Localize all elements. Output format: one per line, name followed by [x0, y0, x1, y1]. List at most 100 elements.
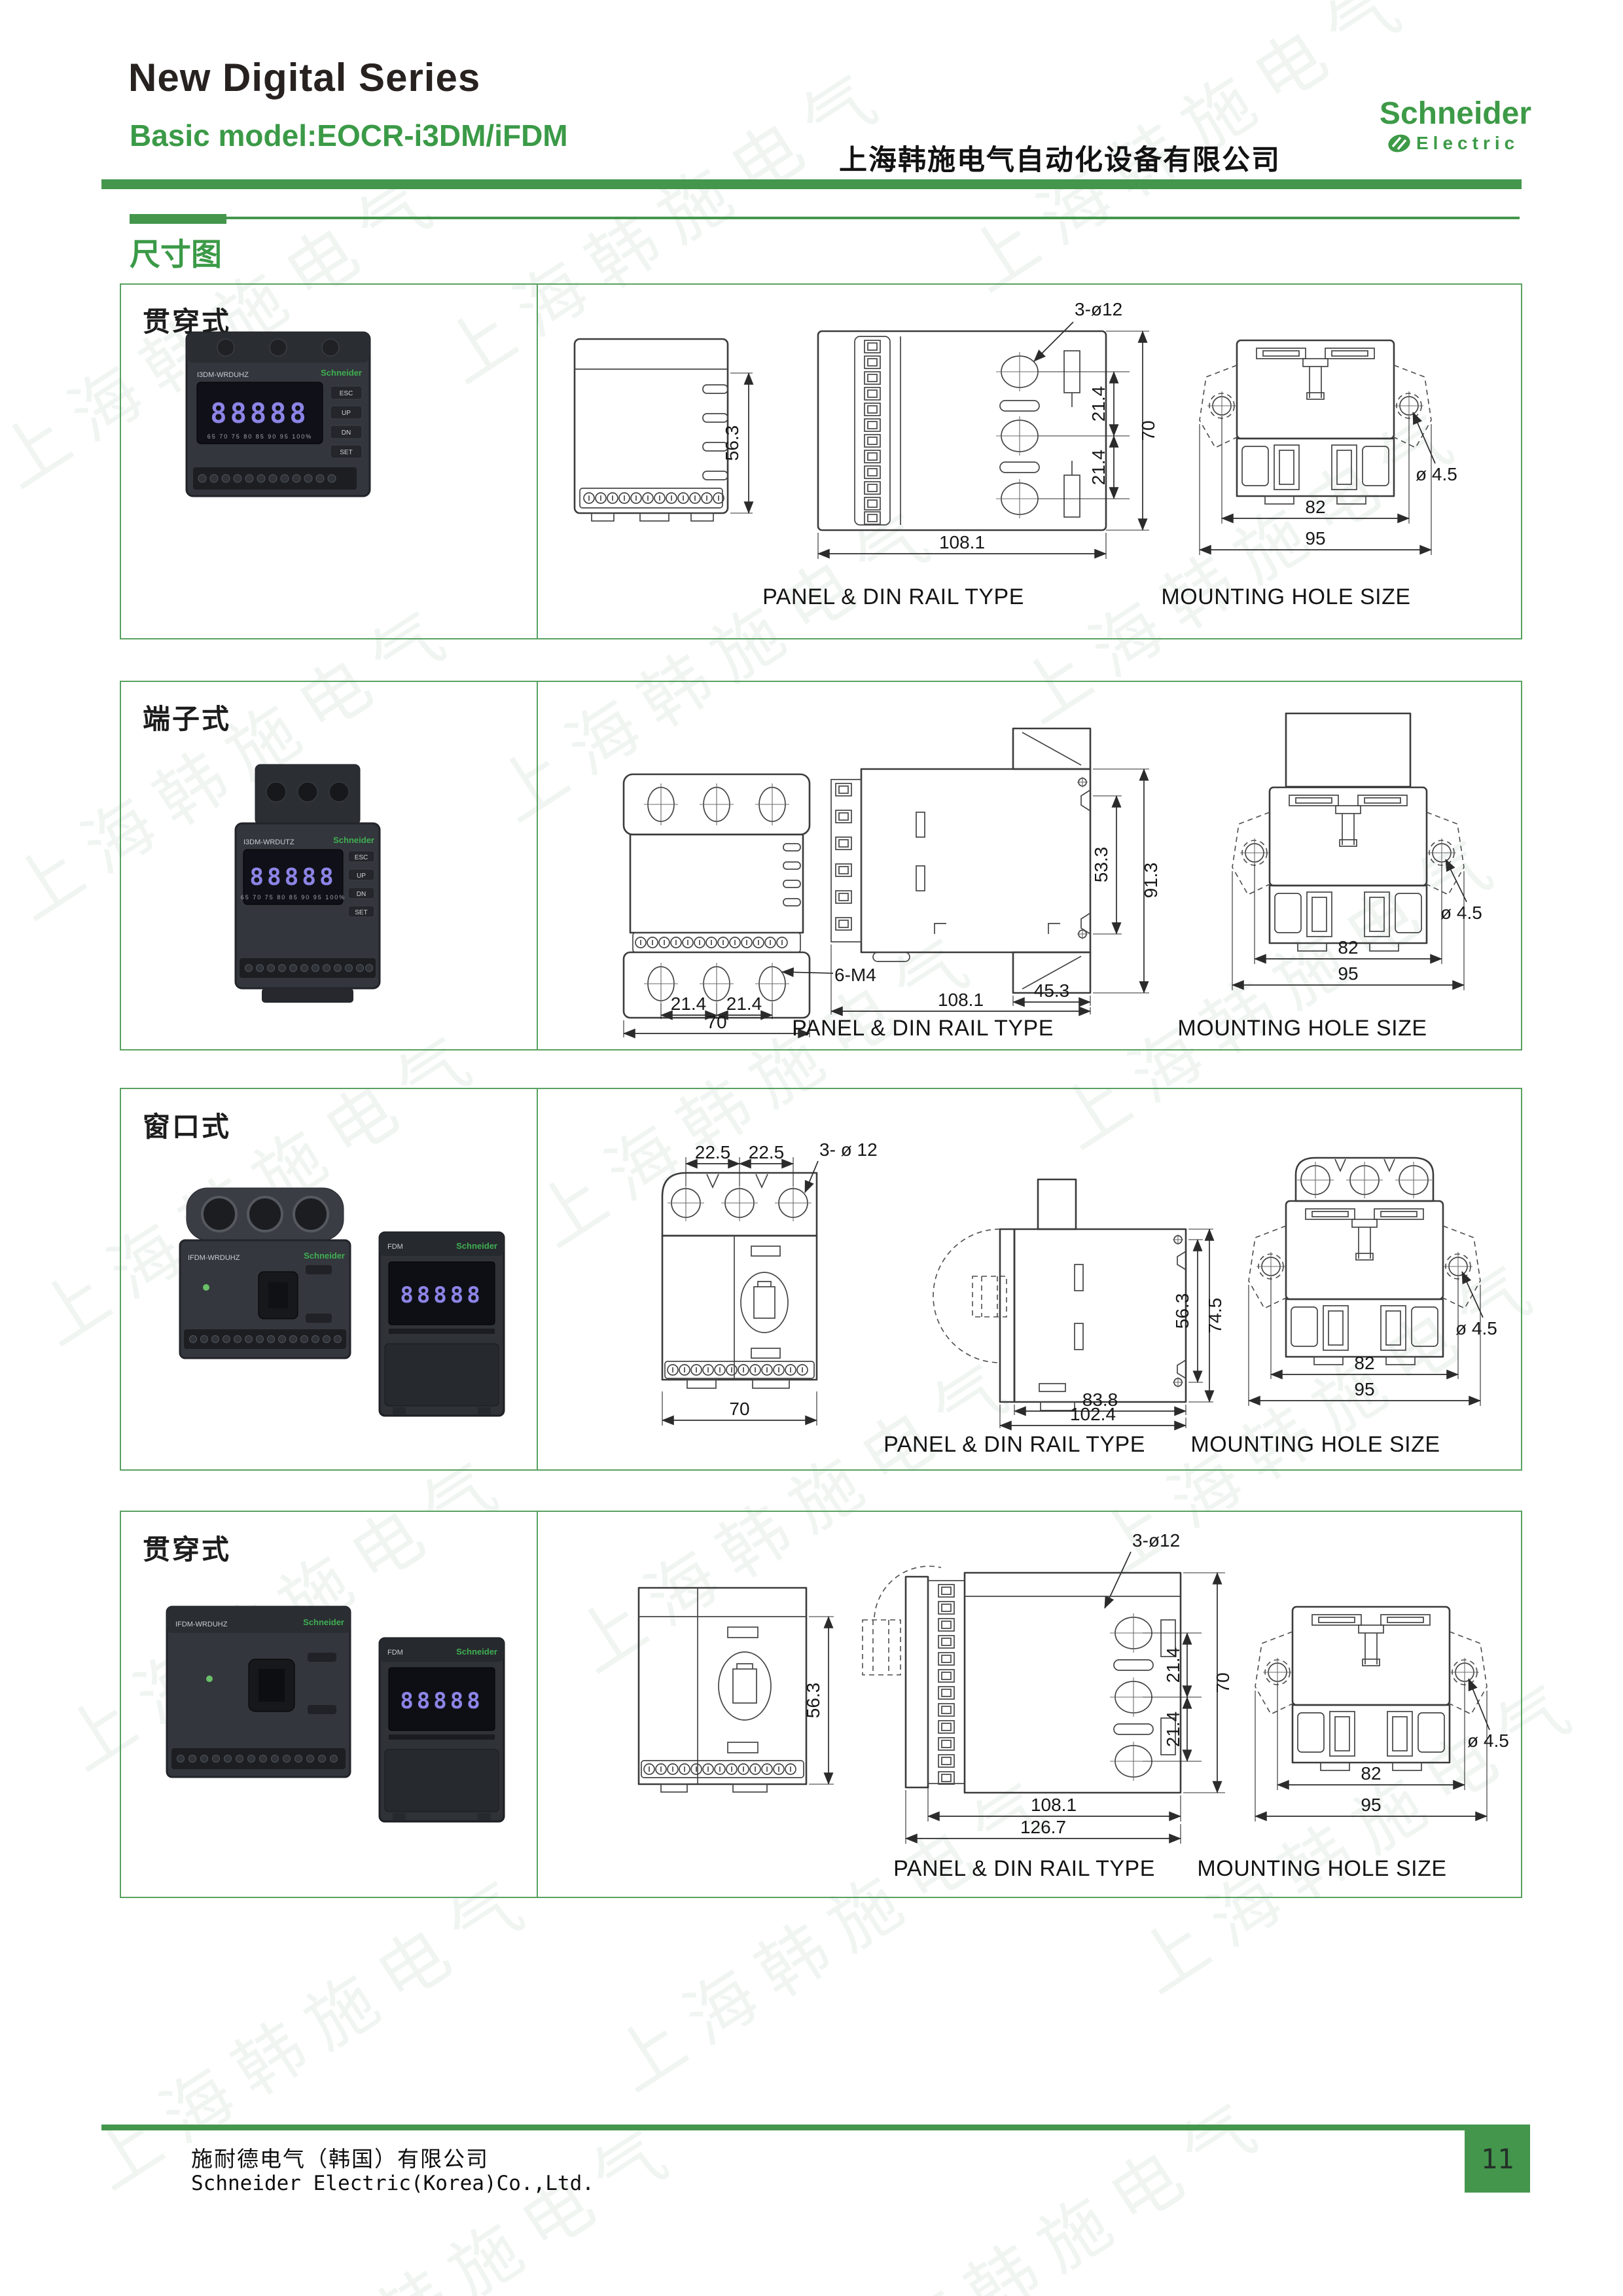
- footer-rule: [101, 2125, 1528, 2130]
- dim-45-3: 45.3: [1034, 980, 1070, 1001]
- photo-brand: Schneider: [456, 1241, 497, 1251]
- footer-company-en: Schneider Electric(Korea)Co.,Ltd.: [191, 2172, 594, 2195]
- photo-btn-set: SET: [340, 449, 352, 456]
- company-name: 上海韩施电气自动化设备有限公司: [839, 145, 1281, 176]
- logo-sub-wordmark: Electric: [1416, 133, 1520, 153]
- drawing-s2-side: 53.3 91.3 45.3 108.1: [830, 727, 1161, 1016]
- photo-model: I3DM-WRDUHZ: [197, 371, 249, 379]
- caption-panel-4: PANEL & DIN RAIL TYPE: [893, 1856, 1155, 1881]
- photo-btn-up: UP: [342, 410, 351, 417]
- product-photo-ifdm-window: Schneider IFDM-WRDUHZ: [179, 1187, 351, 1359]
- drawing-s2-mount: ø 4.5 82 95: [1207, 712, 1482, 990]
- dim-dia-4-5: ø 4.5: [1455, 1318, 1497, 1338]
- section-divider-4: [537, 1511, 538, 1897]
- dim-108-1: 108.1: [939, 532, 985, 552]
- product-photo-i3dm-terminal: Schneider I3DM-WRDUTZ 88888 65 70 75 80 …: [234, 764, 381, 1003]
- photo-model: I3DM-WRDUTZ: [243, 838, 294, 846]
- drawing-s1-side: 3-ø12 21.4 21.4 70 108.1: [817, 299, 1158, 559]
- dim-dia-4-5: ø 4.5: [1467, 1731, 1509, 1751]
- photo-btn-esc: ESC: [340, 390, 353, 397]
- page-subtitle: Basic model:EOCR-i3DM/iFDM: [130, 118, 568, 152]
- section-box-4: [120, 1511, 1522, 1898]
- dim-82: 82: [1361, 1763, 1381, 1784]
- photo-model: IFDM-WRDUHZ: [188, 1254, 240, 1262]
- section-label-2: 端子式: [143, 704, 232, 734]
- section-label-4: 贯穿式: [143, 1534, 232, 1565]
- section-label-3: 窗口式: [143, 1111, 232, 1142]
- dim-102-4: 102.4: [1070, 1404, 1116, 1424]
- photo-brand: Schneider: [333, 835, 374, 845]
- photo-btn-dn: DN: [357, 891, 366, 898]
- dim-70: 70: [1213, 1672, 1233, 1693]
- photo-display-digits: 88888: [249, 864, 336, 891]
- drawing-s2-front: 21.4 21.4 70 6-M4: [622, 773, 876, 1039]
- dim-108-1: 108.1: [1031, 1795, 1077, 1815]
- photo-brand: Schneider: [321, 368, 362, 378]
- caption-mount-3: MOUNTING HOLE SIZE: [1190, 1432, 1440, 1457]
- section-box-3: [120, 1088, 1522, 1471]
- photo-display-digits: 88888: [400, 1688, 483, 1714]
- footer-company-cn: 施耐德电气（韩国）有限公司: [191, 2147, 489, 2171]
- dim-126-7: 126.7: [1020, 1817, 1066, 1837]
- drawing-s4-mount: ø 4.5 82 95: [1230, 1574, 1509, 1821]
- dim-56-3: 56.3: [722, 425, 742, 461]
- drawing-s1-front: 56.3: [573, 338, 754, 522]
- photo-btn-esc: ESC: [355, 854, 368, 861]
- dim-83-8: 83.8: [1082, 1390, 1118, 1410]
- dim-22-5-b: 22.5: [749, 1142, 785, 1162]
- photo-btn-up: UP: [357, 872, 366, 880]
- photo-brand: Schneider: [303, 1617, 344, 1627]
- caption-mount-1: MOUNTING HOLE SIZE: [1161, 584, 1411, 609]
- drawing-s3-side: 56.3 74.5 83.8 102.4: [933, 1178, 1225, 1431]
- photo-display-model: FDM: [387, 1243, 403, 1251]
- caption-panel-1: PANEL & DIN RAIL TYPE: [762, 584, 1024, 609]
- dim-56-3: 56.3: [1172, 1293, 1192, 1329]
- photo-display-digits: 88888: [400, 1282, 483, 1308]
- dim-21-4-a: 21.4: [1163, 1647, 1183, 1683]
- dim-3-d12: 3-ø12: [1075, 299, 1122, 319]
- dim-21-4-a: 21.4: [671, 994, 707, 1014]
- dim-dia-4-5: ø 4.5: [1416, 464, 1457, 484]
- dim-82: 82: [1354, 1353, 1374, 1373]
- section-box-1: [120, 283, 1522, 639]
- dim-74-5: 74.5: [1205, 1298, 1225, 1334]
- drawing-s3-mount: ø 4.5 82 95: [1224, 1157, 1497, 1406]
- dim-95: 95: [1354, 1379, 1374, 1399]
- schneider-logo-icon: [1388, 134, 1410, 152]
- section-divider-3: [537, 1088, 538, 1469]
- dim-21-4-b: 21.4: [1088, 450, 1109, 486]
- dim-95: 95: [1305, 528, 1325, 548]
- dim-70: 70: [729, 1399, 749, 1419]
- caption-mount-2: MOUNTING HOLE SIZE: [1177, 1016, 1427, 1041]
- dim-21-4-b: 21.4: [726, 994, 762, 1014]
- page-title: New Digital Series: [128, 56, 481, 99]
- section-title: 尺寸图: [130, 237, 222, 272]
- dim-108-1: 108.1: [938, 990, 984, 1010]
- page-number: 11: [1465, 2125, 1530, 2193]
- caption-panel-2: PANEL & DIN RAIL TYPE: [792, 1016, 1054, 1041]
- product-photo-fdm-display: Schneider FDM 88888: [378, 1231, 505, 1417]
- section-divider-1: [537, 283, 538, 638]
- dim-53-3: 53.3: [1091, 847, 1111, 883]
- dim-3-d12: 3-ø12: [1132, 1530, 1180, 1551]
- dim-21-4-a: 21.4: [1088, 386, 1109, 422]
- product-photo-i3dm: Schneider I3DM-WRDUHZ 88888 65 70 75 80 …: [185, 331, 371, 497]
- photo-display-model: FDM: [387, 1649, 403, 1657]
- photo-btn-set: SET: [355, 909, 367, 916]
- product-photo-ifdm-through: Schneider IFDM-WRDUHZ: [166, 1605, 351, 1778]
- product-photo-fdm-display: Schneider FDM 88888: [378, 1637, 505, 1823]
- photo-display-scale: 65 70 75 80 85 90 95 100%: [241, 894, 346, 901]
- watermark-text: 上海韩施电气: [809, 2081, 1283, 2296]
- logo-wordmark: Schneider: [1379, 96, 1531, 131]
- section-divider-2: [537, 681, 538, 1049]
- section-rule-thin: [130, 217, 1520, 219]
- photo-brand: Schneider: [456, 1647, 497, 1657]
- photo-display-digits: 88888: [210, 397, 309, 429]
- photo-model: IFDM-WRDUHZ: [175, 1621, 228, 1628]
- photo-display-scale: 65 70 75 80 85 90 95 100%: [207, 433, 313, 440]
- section-rule-thick: [130, 214, 226, 224]
- dim-95: 95: [1338, 963, 1358, 984]
- schneider-logo: Schneider Electric: [1348, 98, 1531, 156]
- dim-dia-4-5: ø 4.5: [1440, 903, 1482, 923]
